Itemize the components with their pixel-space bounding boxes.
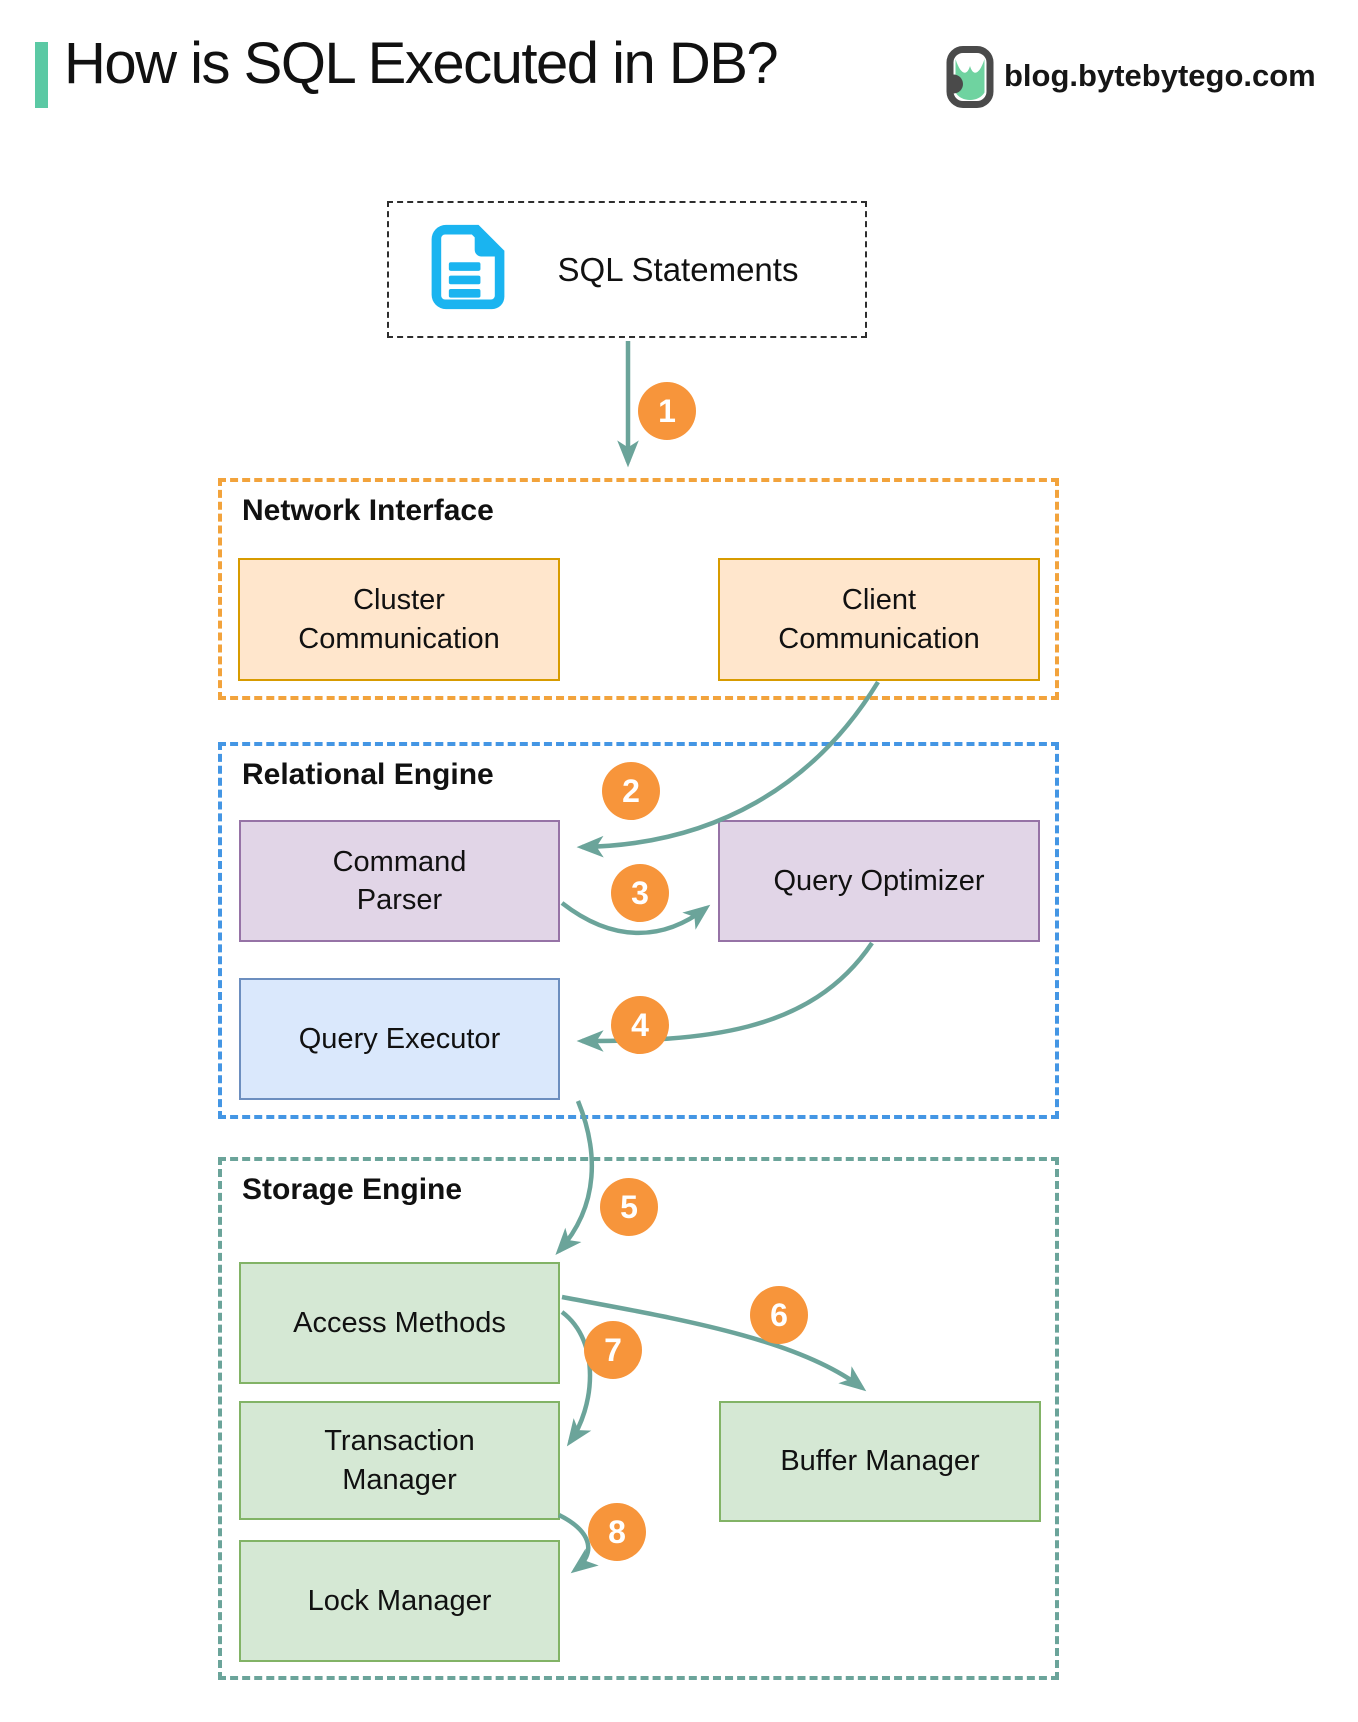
section-title-relational: Relational Engine — [242, 758, 494, 791]
node-query-executor: Query Executor — [239, 978, 560, 1100]
step-badge-5: 5 — [600, 1178, 658, 1236]
node-command-parser: Command Parser — [239, 820, 560, 942]
step-badge-8: 8 — [588, 1503, 646, 1561]
bytebytego-logo-icon — [946, 46, 994, 113]
step-badge-1: 1 — [638, 382, 696, 440]
section-title-storage: Storage Engine — [242, 1173, 463, 1206]
step-badge-3: 3 — [611, 864, 669, 922]
node-access-methods: Access Methods — [239, 1262, 560, 1384]
step-badge-4: 4 — [611, 996, 669, 1054]
node-client-communication: Client Communication — [718, 558, 1040, 681]
site-label: blog.bytebytego.com — [1004, 58, 1316, 93]
node-query-optimizer: Query Optimizer — [718, 820, 1040, 942]
section-storage-engine: Storage Engine — [218, 1157, 1059, 1680]
step-badge-6: 6 — [750, 1286, 808, 1344]
step-badge-7: 7 — [584, 1321, 642, 1379]
title-accent-bar — [35, 42, 48, 108]
node-cluster-communication: Cluster Communication — [238, 558, 560, 681]
sql-statements-label: SQL Statements — [557, 250, 799, 288]
section-title-network: Network Interface — [242, 494, 494, 527]
step-badge-2: 2 — [602, 762, 660, 820]
node-buffer-manager: Buffer Manager — [719, 1401, 1041, 1522]
node-lock-manager: Lock Manager — [239, 1540, 560, 1662]
node-transaction-manager: Transaction Manager — [239, 1401, 560, 1520]
sql-statements-node: SQL Statements — [387, 201, 867, 338]
page-title: How is SQL Executed in DB? — [64, 31, 779, 96]
document-icon — [427, 222, 509, 317]
